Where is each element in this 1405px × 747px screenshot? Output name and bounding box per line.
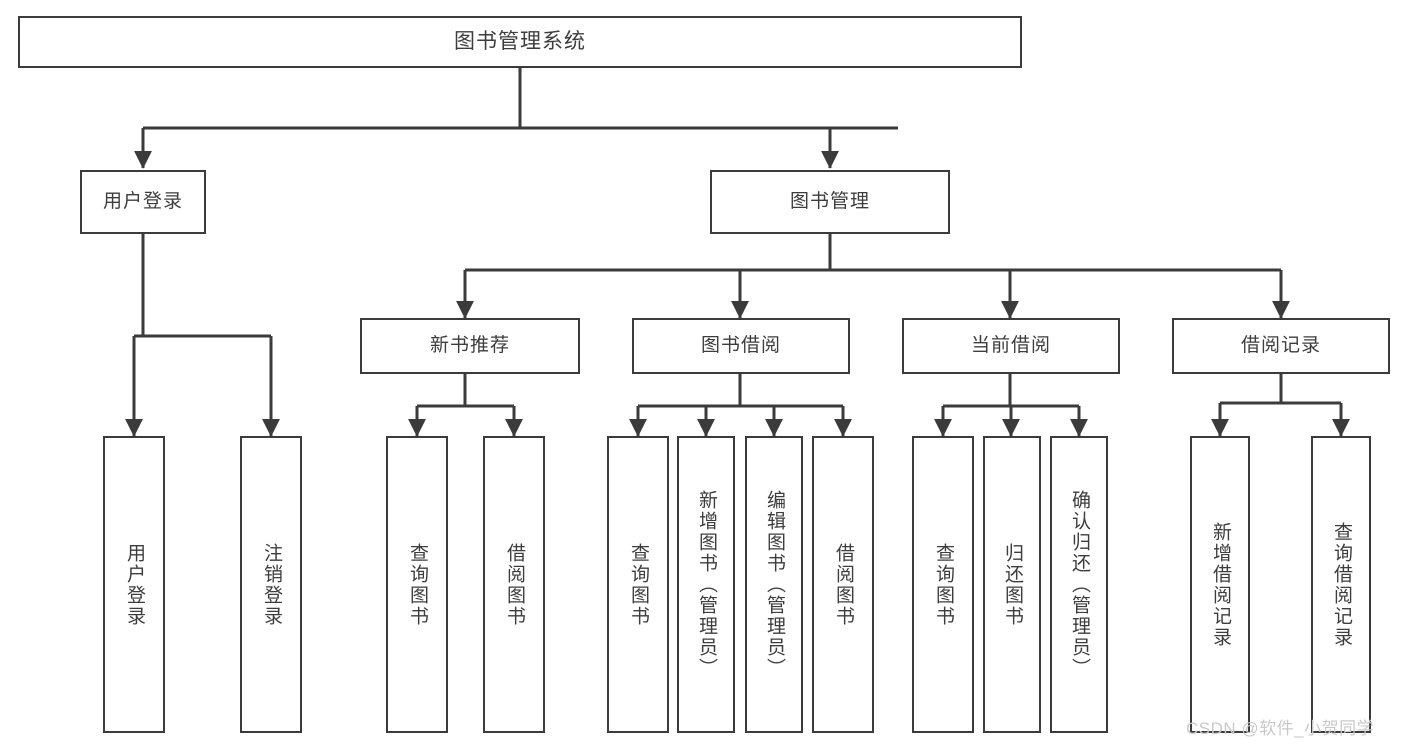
node-book-borrow-label: 图书借阅 [700,334,781,356]
node-user-login-label: 用户登录 [102,190,183,212]
node-leaf-query-book-3[interactable]: 查询图书 [912,436,974,733]
node-leaf-edit-book[interactable]: 编辑图书（管理员） [745,436,803,733]
node-current-borrow-label: 当前借阅 [970,334,1051,356]
node-leaf-logout-login-label: 注销登录 [260,542,282,627]
node-new-book-rec-label: 新书推荐 [429,334,510,356]
watermark: CSDN @软件_小贺同学 [1186,719,1375,738]
node-leaf-confirm-return-label: 确认归还（管理员） [1068,490,1090,679]
node-leaf-borrow-book-1[interactable]: 借阅图书 [483,436,545,733]
node-leaf-confirm-return[interactable]: 确认归还（管理员） [1050,436,1108,733]
node-leaf-return-book-label: 归还图书 [1001,542,1023,627]
node-leaf-add-record-label: 新增借阅记录 [1209,521,1231,648]
node-book-manage[interactable]: 图书管理 [710,170,950,234]
node-leaf-add-book[interactable]: 新增图书（管理员） [677,436,735,733]
node-book-manage-label: 图书管理 [789,190,870,212]
node-leaf-query-record-label: 查询借阅记录 [1330,521,1352,648]
node-leaf-query-book-1-label: 查询图书 [406,542,428,627]
node-leaf-borrow-book-1-label: 借阅图书 [503,542,525,627]
node-leaf-logout-login[interactable]: 注销登录 [240,436,302,733]
node-leaf-query-book-2-label: 查询图书 [627,542,649,627]
node-leaf-query-book-3-label: 查询图书 [932,542,954,627]
node-leaf-query-book-1[interactable]: 查询图书 [386,436,448,733]
node-leaf-edit-book-label: 编辑图书（管理员） [763,490,785,679]
node-leaf-borrow-book-2-label: 借阅图书 [832,542,854,627]
node-leaf-borrow-book-2[interactable]: 借阅图书 [812,436,874,733]
node-root[interactable]: 图书管理系统 [18,16,1022,68]
node-leaf-return-book[interactable]: 归还图书 [983,436,1041,733]
node-book-borrow[interactable]: 图书借阅 [632,318,850,374]
node-leaf-add-record[interactable]: 新增借阅记录 [1190,436,1250,733]
node-leaf-user-login-label: 用户登录 [123,542,145,627]
node-leaf-user-login[interactable]: 用户登录 [103,436,165,733]
node-borrow-record-label: 借阅记录 [1240,334,1321,356]
node-leaf-add-book-label: 新增图书（管理员） [695,490,717,679]
node-leaf-query-book-2[interactable]: 查询图书 [607,436,669,733]
node-root-label: 图书管理系统 [454,29,586,53]
node-leaf-query-record[interactable]: 查询借阅记录 [1311,436,1371,733]
node-new-book-rec[interactable]: 新书推荐 [360,318,580,374]
node-borrow-record[interactable]: 借阅记录 [1172,318,1390,374]
node-user-login[interactable]: 用户登录 [80,170,206,234]
node-current-borrow[interactable]: 当前借阅 [902,318,1120,374]
